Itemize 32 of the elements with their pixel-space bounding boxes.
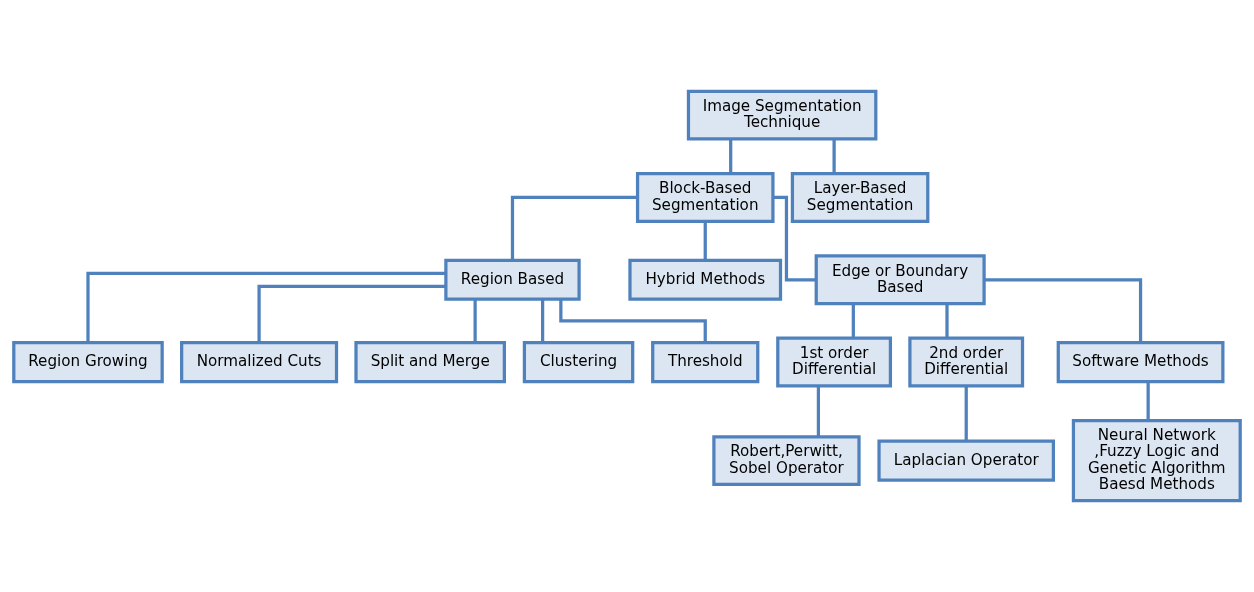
connector bbox=[473, 299, 477, 343]
node-box: Region Based bbox=[444, 258, 581, 301]
node-box: 1st order Differential bbox=[776, 336, 893, 388]
connector bbox=[773, 195, 817, 282]
connector bbox=[964, 385, 968, 441]
node-box: Neural Network ,Fuzzy Logic and Genetic Algorithm Baesd Methods bbox=[1071, 418, 1242, 503]
node-box: Edge or Boundary Based bbox=[814, 254, 986, 306]
node-box: Region Growing bbox=[12, 340, 164, 384]
node-box: Normalized Cuts bbox=[180, 340, 339, 384]
node-box: Threshold bbox=[651, 340, 760, 384]
connector bbox=[851, 304, 855, 338]
connector bbox=[541, 299, 545, 343]
connector bbox=[984, 278, 1143, 343]
connector bbox=[510, 195, 638, 261]
node-box: Hybrid Methods bbox=[628, 258, 783, 301]
node-box: Robert,Perwitt, Sobel Operator bbox=[712, 435, 861, 487]
node-box: Block-Based Segmentation bbox=[635, 172, 775, 223]
node-box: Laplacian Operator bbox=[877, 439, 1055, 482]
connector bbox=[703, 221, 707, 260]
connector bbox=[86, 271, 446, 343]
connector bbox=[729, 139, 733, 174]
node-box: 2nd order Differential bbox=[908, 336, 1025, 388]
connector bbox=[816, 385, 821, 437]
node-box: Clustering bbox=[522, 340, 635, 384]
node-box: Software Methods bbox=[1056, 340, 1225, 384]
connector bbox=[1146, 382, 1150, 421]
connector bbox=[945, 304, 949, 338]
connector bbox=[257, 284, 446, 343]
node-box: Split and Merge bbox=[354, 340, 506, 384]
connector bbox=[832, 139, 836, 174]
node-box: Layer-Based Segmentation bbox=[790, 172, 930, 223]
node-box: Image Segmentation Technique bbox=[686, 89, 878, 141]
